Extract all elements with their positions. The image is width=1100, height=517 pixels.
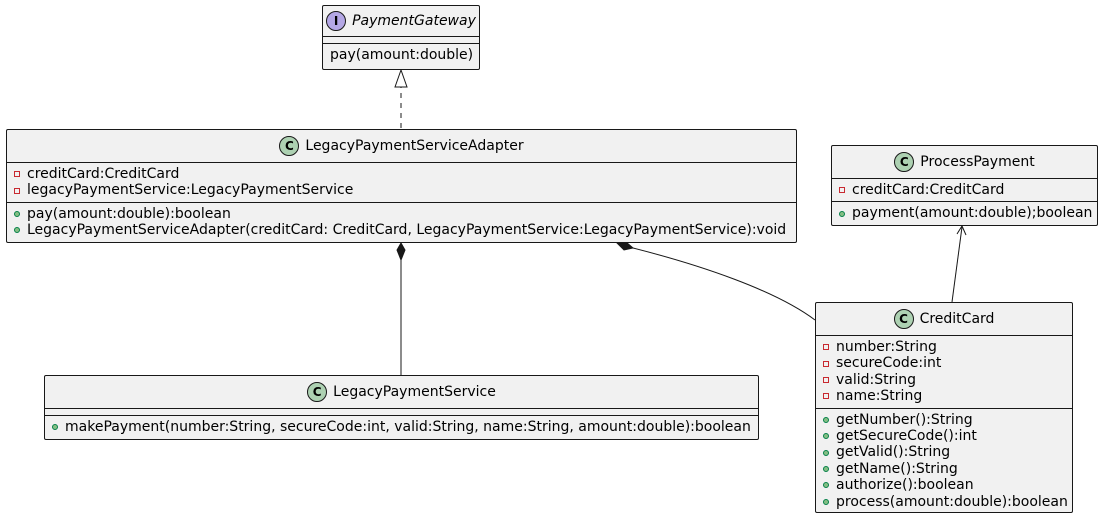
class-name: PaymentGateway: [352, 13, 476, 29]
public-visibility-icon: [839, 210, 845, 217]
field-text: secureCode:int: [836, 355, 942, 372]
field-row: legacyPaymentService:LegacyPaymentServic…: [14, 182, 790, 198]
public-visibility-icon: [14, 211, 20, 218]
fields-section: creditCard:CreditCard legacyPaymentServi…: [7, 162, 796, 202]
method-row: process(amount:double):boolean: [823, 493, 1068, 510]
method-text: pay(amount:double):boolean: [27, 205, 231, 222]
class-stereotype-icon: C: [894, 152, 915, 172]
method-text: process(amount:double):boolean: [836, 493, 1068, 510]
methods-section: makePayment(number:String, secureCode:in…: [45, 415, 758, 438]
fields-section: number:String secureCode:int valid:Strin…: [816, 335, 1072, 408]
field-row: creditCard:CreditCard: [839, 182, 1091, 198]
public-visibility-icon: [52, 424, 58, 431]
public-visibility-icon: [823, 416, 829, 423]
method-row: LegacyPaymentServiceAdapter(creditCard: …: [14, 222, 790, 238]
method-row: authorize():boolean: [823, 477, 1066, 493]
class-name: LegacyPaymentServiceAdapter: [305, 138, 524, 154]
class-legacy-payment-service-adapter[interactable]: C LegacyPaymentServiceAdapter creditCard…: [6, 129, 797, 243]
method-row: pay(amount:double): [330, 47, 473, 63]
field-text: name:String: [836, 388, 923, 405]
composition-edge-creditcard: [632, 247, 816, 321]
method-text: pay(amount:double): [330, 47, 474, 63]
public-visibility-icon: [823, 449, 829, 456]
method-text: getName():String: [836, 460, 958, 477]
method-text: payment(amount:double);boolean: [852, 205, 1093, 222]
field-text: creditCard:CreditCard: [27, 166, 180, 182]
public-visibility-icon: [823, 466, 829, 473]
field-row: secureCode:int: [823, 355, 1066, 371]
fields-section: [45, 408, 758, 415]
fields-section: [323, 36, 479, 43]
fields-section: creditCard:CreditCard: [832, 178, 1097, 201]
private-visibility-icon: [823, 393, 829, 400]
method-row: getName():String: [823, 461, 1066, 477]
method-text: LegacyPaymentServiceAdapter(creditCard: …: [27, 222, 787, 239]
private-visibility-icon: [14, 171, 20, 178]
class-process-payment[interactable]: C ProcessPayment creditCard:CreditCard p…: [831, 145, 1098, 226]
public-visibility-icon: [823, 433, 829, 440]
private-visibility-icon: [823, 360, 829, 367]
methods-section: payment(amount:double);boolean: [832, 201, 1097, 224]
public-visibility-icon: [14, 227, 20, 234]
class-stereotype-icon: C: [307, 382, 328, 402]
association-arrowhead: [956, 224, 967, 236]
class-header: C CreditCard: [816, 303, 1072, 335]
association-edge: [951, 226, 963, 303]
private-visibility-icon: [823, 377, 829, 384]
field-row: creditCard:CreditCard: [14, 166, 790, 182]
field-text: number:String: [836, 339, 937, 355]
method-text: getNumber():String: [836, 411, 973, 428]
class-name: CreditCard: [919, 311, 995, 327]
field-text: creditCard:CreditCard: [852, 182, 1005, 198]
class-credit-card[interactable]: C CreditCard number:String secureCode:in…: [815, 302, 1073, 513]
composition-diamond-creditcard: [615, 241, 635, 251]
public-visibility-icon: [823, 482, 829, 489]
method-text: getSecureCode():int: [836, 428, 977, 445]
method-text: makePayment(number:String, secureCode:in…: [65, 419, 751, 435]
class-header: C ProcessPayment: [832, 146, 1097, 178]
methods-section: pay(amount:double): [323, 43, 479, 66]
method-row: getSecureCode():int: [823, 428, 1066, 444]
methods-section: getNumber():String getSecureCode():int g…: [816, 407, 1072, 513]
class-name: ProcessPayment: [920, 154, 1035, 170]
method-text: getValid():String: [836, 444, 951, 461]
method-text: authorize():boolean: [836, 477, 974, 494]
interface-stereotype-icon: I: [326, 11, 347, 31]
class-stereotype-icon: C: [279, 136, 300, 156]
method-row: makePayment(number:String, secureCode:in…: [52, 419, 752, 435]
private-visibility-icon: [839, 187, 845, 194]
method-row: getValid():String: [823, 444, 1066, 460]
class-stereotype-icon: C: [893, 309, 914, 329]
method-row: payment(amount:double);boolean: [839, 205, 1093, 222]
field-row: name:String: [823, 388, 1066, 404]
field-text: valid:String: [836, 371, 917, 388]
method-row: getNumber():String: [823, 412, 1066, 428]
class-header: I PaymentGateway: [323, 6, 479, 36]
class-payment-gateway[interactable]: I PaymentGateway pay(amount:double): [322, 5, 480, 70]
class-header: C LegacyPaymentServiceAdapter: [7, 130, 796, 162]
class-legacy-payment-service[interactable]: C LegacyPaymentService makePayment(numbe…: [44, 375, 759, 440]
methods-section: pay(amount:double):boolean LegacyPayment…: [7, 201, 796, 242]
realization-arrowhead: [394, 68, 408, 88]
private-visibility-icon: [823, 344, 829, 351]
public-visibility-icon: [823, 498, 829, 505]
private-visibility-icon: [14, 187, 20, 194]
method-row: pay(amount:double):boolean: [14, 206, 790, 222]
field-text: legacyPaymentService:LegacyPaymentServic…: [27, 182, 354, 199]
class-header: C LegacyPaymentService: [45, 376, 758, 408]
field-row: valid:String: [823, 372, 1066, 388]
composition-diamond-service: [396, 241, 406, 262]
field-row: number:String: [823, 339, 1066, 355]
class-name: LegacyPaymentService: [333, 384, 496, 400]
